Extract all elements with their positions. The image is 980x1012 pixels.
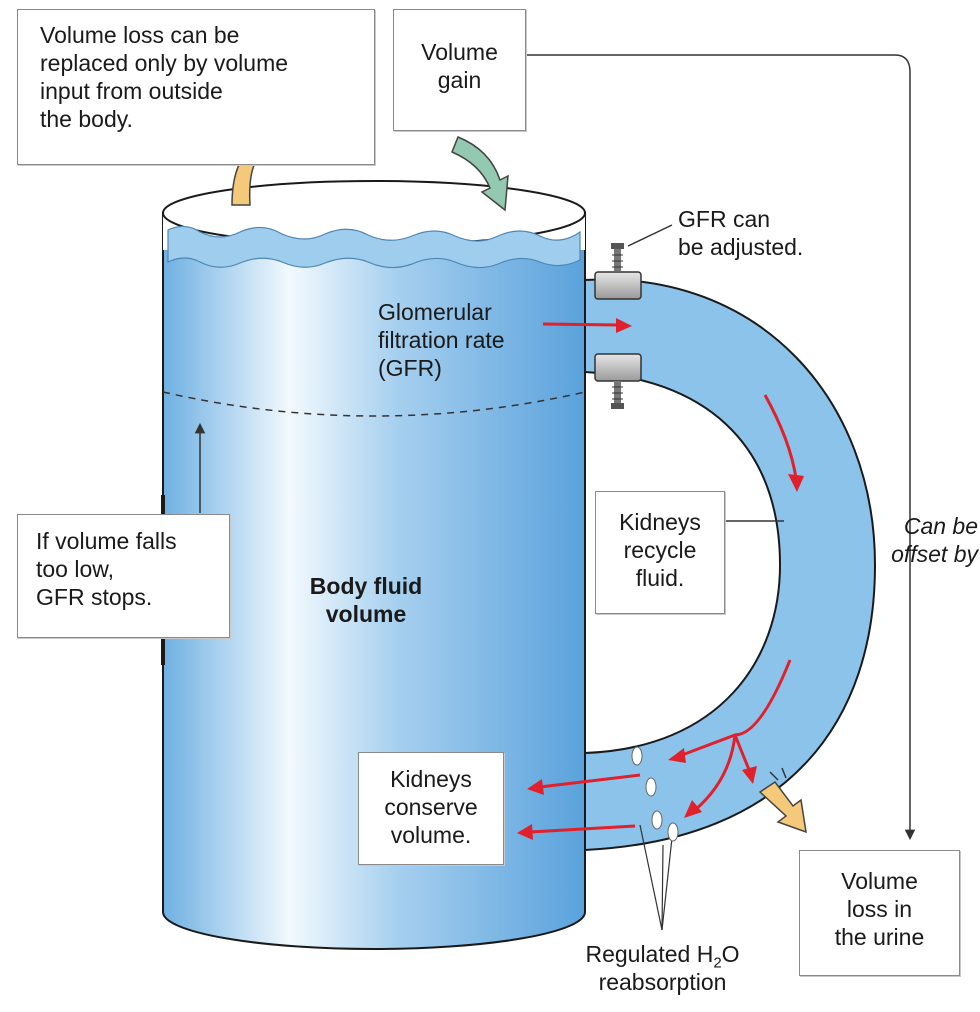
volume-loss-replaced-line-1: Volume loss can be <box>40 22 240 48</box>
regulated-h2o-line-1: Regulated H2O <box>560 940 765 971</box>
volume-loss-replaced-line-4: the body. <box>40 106 133 132</box>
volume-loss-urine-line-3: the urine <box>834 924 925 950</box>
outflow-ticks <box>769 767 787 781</box>
volume-loss-replaced-line-3: input from outside <box>40 78 223 104</box>
volume-falls-line-3: GFR stops. <box>36 584 153 610</box>
volume-gain-line-2: gain <box>437 67 482 93</box>
volume-loss-urine-line-1: Volume <box>841 868 918 894</box>
regulated-h2o-suffix: O <box>721 941 740 967</box>
gfr-label: Glomerular filtration rate (GFR) <box>378 298 505 382</box>
kidneys-conserve-line-1: Kidneys <box>390 766 472 792</box>
gfr-adjusted-line-1: GFR can <box>678 206 771 232</box>
regulated-h2o-label: Regulated H2O reabsorption <box>560 940 765 996</box>
regulated-h2o-prefix: Regulated H <box>585 941 714 967</box>
kidneys-recycle-line-2: recycle <box>623 537 697 563</box>
gfr-adjusted-leader <box>627 224 673 247</box>
kidneys-conserve-line-2: conserve <box>384 794 478 820</box>
can-be-offset-line-2: offset by <box>891 541 978 567</box>
regulated-h2o-subscript: 2 <box>713 954 722 972</box>
body-fluid-volume-line-2: volume <box>325 601 407 627</box>
volume-loss-replaced-box: Volume loss can be replaced only by volu… <box>17 9 375 165</box>
volume-loss-replaced-line-2: replaced only by volume <box>40 50 289 76</box>
kidney-loop <box>584 278 877 852</box>
water-droplet <box>631 746 643 766</box>
flow-arrows <box>517 318 804 840</box>
h2o-leader-3 <box>661 837 673 931</box>
gfr-adjusted-label: GFR can be adjusted. <box>678 205 803 261</box>
volume-falls-line-1: If volume falls <box>36 528 177 554</box>
can-be-offset-label: Can be offset by <box>848 512 978 568</box>
offset-connector <box>526 54 916 841</box>
volume-gain-line-1: Volume <box>421 39 498 65</box>
regulated-h2o-line-2: reabsorption <box>598 969 727 995</box>
volume-loss-urine-box: Volume loss in the urine <box>799 850 960 976</box>
body-fluid-volume-label: Body fluid volume <box>286 572 446 628</box>
kidneys-recycle-line-3: fluid. <box>635 565 685 591</box>
can-be-offset-line-1: Can be <box>903 513 978 539</box>
gfr-clamp-top <box>594 243 642 300</box>
minimum-level-line <box>162 391 586 417</box>
water-droplet <box>645 777 657 797</box>
gfr-line-3: (GFR) <box>378 355 442 381</box>
volume-loss-urine-line-2: loss in <box>846 896 913 922</box>
h2o-leader-1 <box>639 824 663 931</box>
kidneys-recycle-box: Kidneys recycle fluid. <box>595 491 725 614</box>
volume-gain-box: Volume gain <box>393 9 526 131</box>
volume-falls-box: If volume falls too low, GFR stops. <box>17 514 230 638</box>
h2o-leader-2 <box>661 844 664 931</box>
volume-gain-arrow <box>451 136 509 212</box>
gfr-line-2: filtration rate <box>378 327 505 353</box>
water-droplet <box>667 822 679 842</box>
water-surface <box>167 225 581 269</box>
gfr-clamp-bottom <box>594 353 642 409</box>
kidneys-conserve-line-3: volume. <box>390 822 472 848</box>
gfr-line-1: Glomerular <box>378 299 492 325</box>
gfr-adjusted-line-2: be adjusted. <box>678 234 804 260</box>
kidneys-recycle-line-1: Kidneys <box>619 509 701 535</box>
volume-falls-line-2: too low, <box>36 556 114 582</box>
kidneys-conserve-box: Kidneys conserve volume. <box>358 752 504 865</box>
urine-loss-arrow <box>758 780 807 834</box>
body-fluid-volume-line-1: Body fluid <box>309 573 423 599</box>
water-droplet <box>651 810 663 830</box>
